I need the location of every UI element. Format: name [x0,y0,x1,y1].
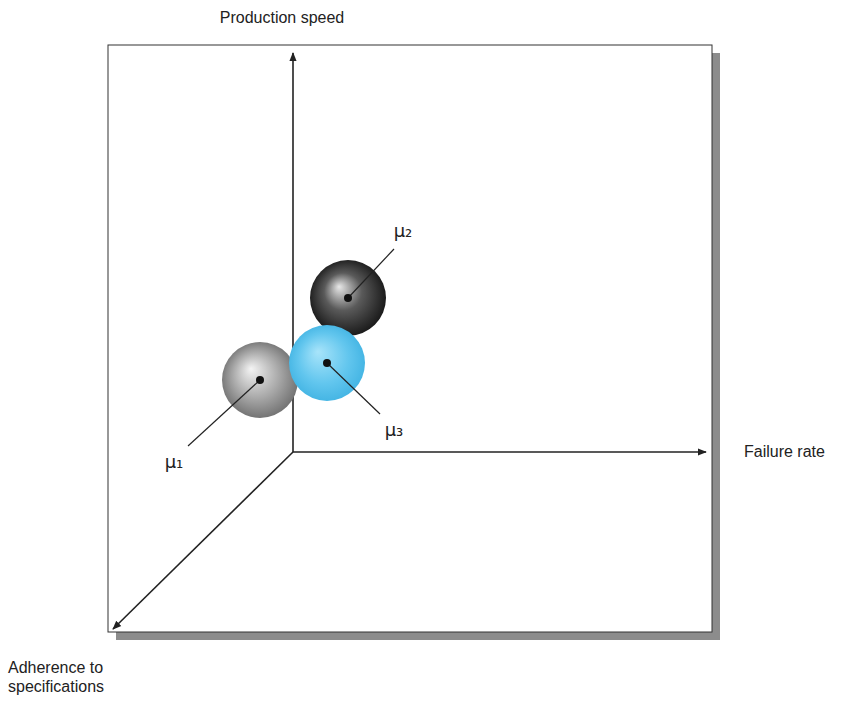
plot-frame [108,45,712,632]
horizontal-axis [293,451,706,453]
label-holder: Failure rate [744,442,825,461]
leader-line [348,249,394,298]
axis-label: Adherence to specifications [8,658,120,696]
mean-sphere [222,342,298,418]
mean-sphere [310,260,386,336]
center-dot [256,376,264,384]
leader-line [188,380,260,446]
center-dot [323,359,331,367]
mean-label: μ₂ [394,220,413,242]
label-holder: μ₃ [385,419,404,441]
mean-label: μ₃ [385,419,404,441]
mean-sphere [289,325,365,401]
axis-label: Failure rate [744,442,825,461]
leader-line [327,363,380,414]
center-dot [344,294,352,302]
label-holder: μ₁ [165,451,184,473]
axis-label: Production speed [220,8,345,27]
depth-axis [113,452,293,629]
label-holder: μ₂ [394,220,413,242]
mean-label: μ₁ [165,451,184,473]
label-holder: Adherence to specifications [8,658,120,696]
label-holder: Production speed [220,8,345,27]
